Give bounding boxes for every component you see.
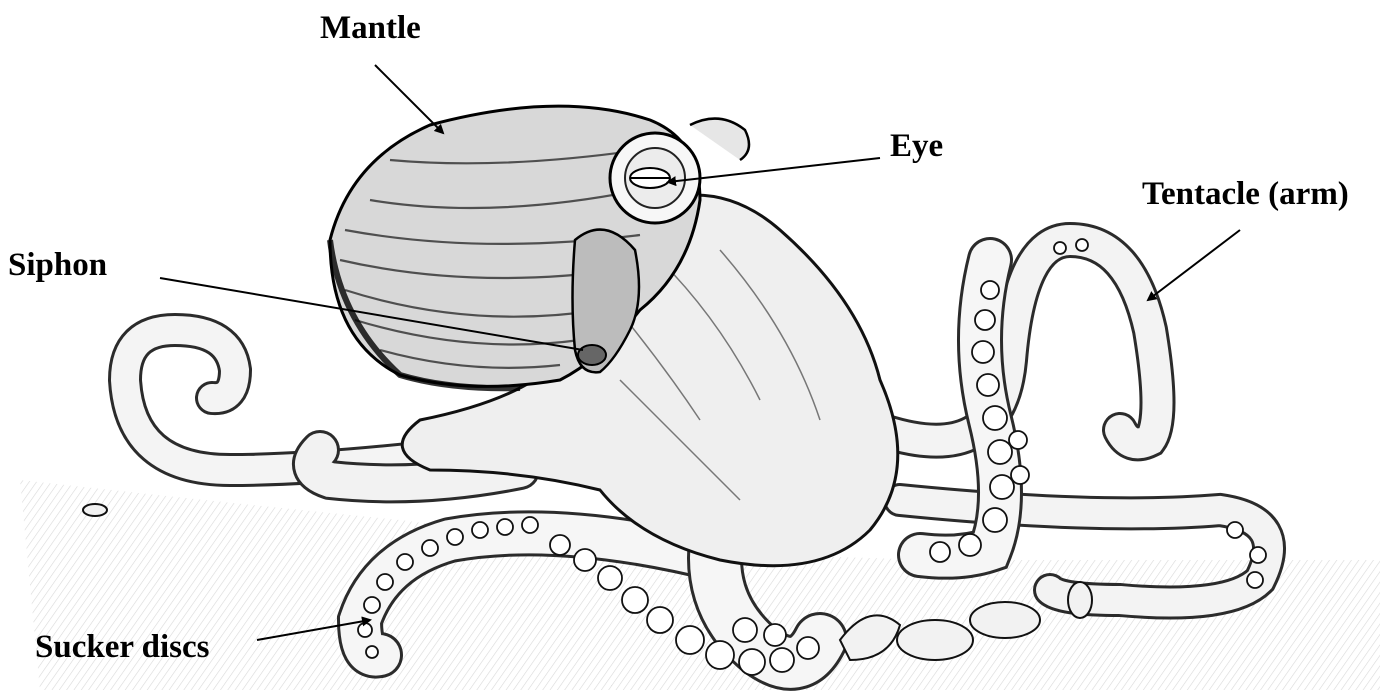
mantle-label: Mantle bbox=[320, 12, 421, 45]
sucker-discs-label: Sucker discs bbox=[35, 631, 210, 664]
tentacle-pointer bbox=[1148, 230, 1240, 300]
siphon-label: Siphon bbox=[8, 249, 107, 282]
mantle-pointer bbox=[375, 65, 443, 133]
eye-label: Eye bbox=[890, 130, 943, 163]
tentacle-label: Tentacle (arm) bbox=[1142, 178, 1349, 211]
